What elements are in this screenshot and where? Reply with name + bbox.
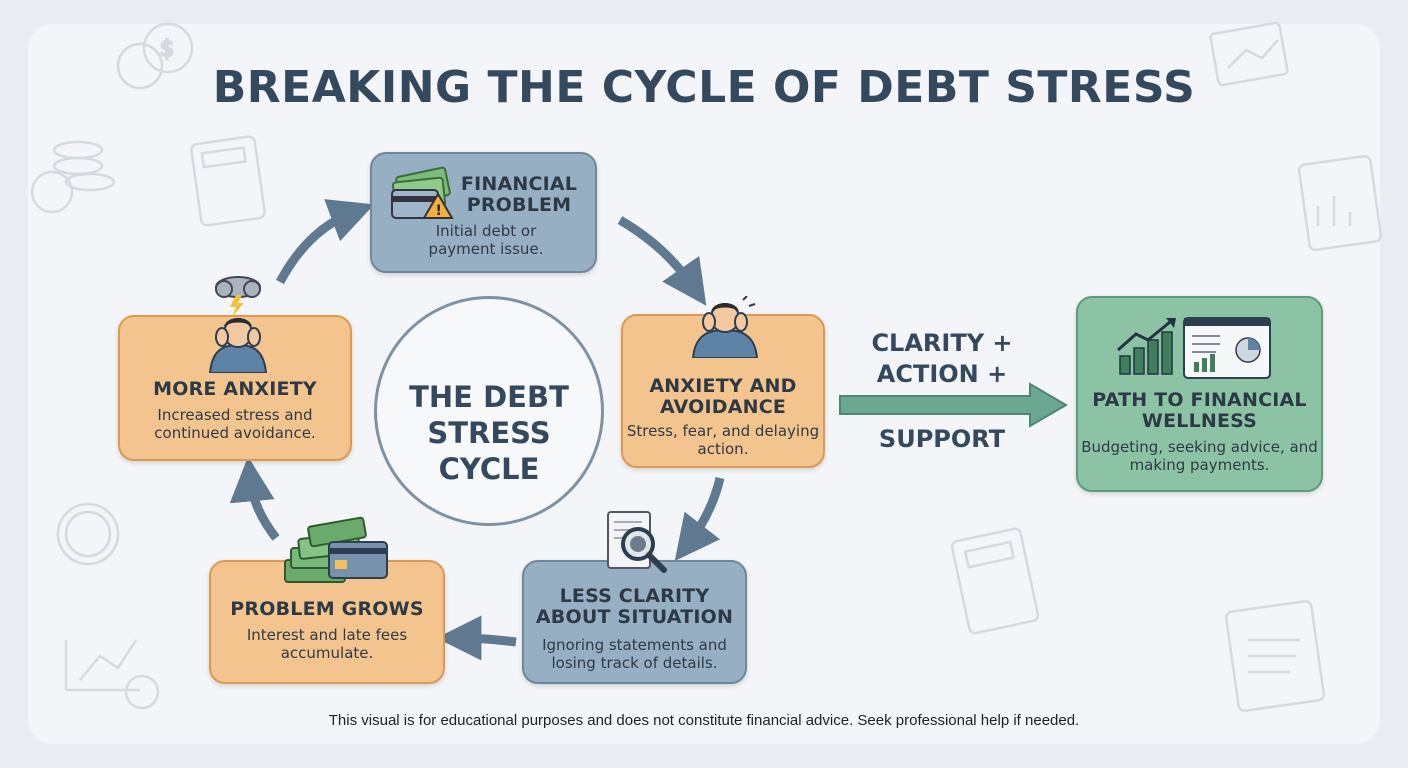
- anxiety-avoidance-box: ANXIETY AND AVOIDANCE Stress, fear, and …: [621, 296, 825, 468]
- document-magnifier-icon: [607, 511, 667, 573]
- more-anxiety-desc: Increased stress and continued avoidance…: [154, 406, 316, 442]
- financial-problem-title: FINANCIAL PROBLEM: [460, 173, 578, 216]
- financial-problem-desc: Initial debt or payment issue.: [428, 222, 544, 258]
- coin-stack-icon: [30, 140, 116, 214]
- money-stack-icon: [284, 516, 388, 583]
- svg-text:$: $: [160, 37, 174, 62]
- calculator-icon: [950, 527, 1040, 635]
- disclaimer: This visual is for educational purposes …: [328, 712, 1080, 729]
- report-icon: [1297, 154, 1383, 252]
- coin-icon: $: [116, 22, 194, 90]
- less-clarity-desc: Ignoring statements and losing track of …: [542, 636, 727, 672]
- stressed-person-icon: [691, 296, 759, 358]
- path-to-wellness-title: PATH TO FINANCIAL WELLNESS: [1092, 389, 1307, 432]
- report-icon: [1224, 600, 1326, 712]
- path-to-wellness-box: PATH TO FINANCIAL WELLNESS Budgeting, se…: [1076, 296, 1323, 492]
- anxiety-avoidance-title: ANXIETY AND AVOIDANCE: [649, 375, 797, 418]
- cta-line-1: CLARITY +: [871, 329, 1013, 357]
- center-label: THE DEBT STRESS CYCLE: [409, 380, 569, 486]
- debt-stress-cycle-circle: THE DEBT STRESS CYCLE: [374, 296, 604, 526]
- cta-line-2: ACTION +: [876, 360, 1008, 388]
- path-to-wellness-desc: Budgeting, seeking advice, and making pa…: [1081, 438, 1318, 474]
- financial-problem-box: ! FINANCIAL PROBLEM Initial debt or paym…: [370, 152, 597, 273]
- page-title: BREAKING THE CYCLE OF DEBT STRESS: [212, 62, 1196, 113]
- svg-text:!: !: [436, 203, 442, 219]
- calculator-icon: [190, 135, 266, 227]
- growth-chart-icon: [1117, 317, 1271, 379]
- more-anxiety-box: MORE ANXIETY Increased stress and contin…: [118, 276, 352, 461]
- money-warning-icon: !: [391, 166, 454, 219]
- less-clarity-title: LESS CLARITY ABOUT SITUATION: [535, 585, 734, 628]
- more-anxiety-title: MORE ANXIETY: [153, 378, 317, 400]
- storm-cloud-person-icon: [208, 276, 268, 373]
- chart-icon: [1209, 21, 1289, 87]
- less-clarity-box: LESS CLARITY ABOUT SITUATION Ignoring st…: [522, 511, 747, 684]
- problem-grows-box: PROBLEM GROWS Interest and late fees acc…: [209, 516, 445, 684]
- dollar-coin-icon: [56, 502, 120, 566]
- cta-line-3: SUPPORT: [878, 425, 1006, 453]
- anxiety-avoidance-desc: Stress, fear, and delaying action.: [626, 422, 820, 458]
- problem-grows-desc: Interest and late fees accumulate.: [246, 626, 408, 662]
- chart-icon: [64, 639, 160, 710]
- problem-grows-title: PROBLEM GROWS: [230, 598, 424, 620]
